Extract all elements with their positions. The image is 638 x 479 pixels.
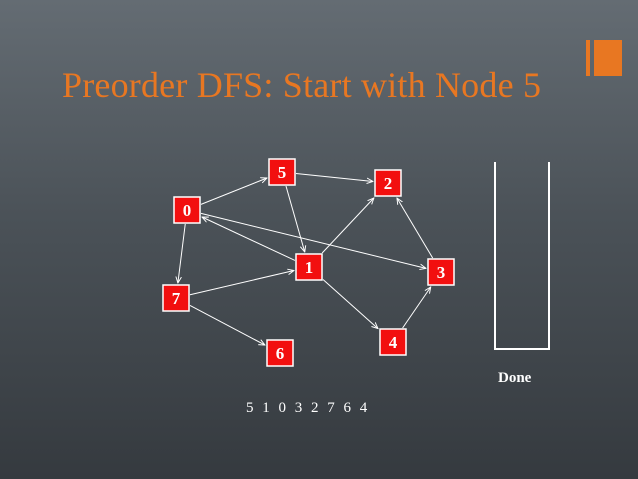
node-box xyxy=(295,253,323,281)
edge-7-to-1 xyxy=(189,270,294,296)
nodes-layer: 5 2 0 1 3 7 4 6 xyxy=(162,158,455,367)
node-label: 4 xyxy=(389,333,398,352)
edge-1-to-4 xyxy=(322,279,378,329)
node-label: 5 xyxy=(278,163,287,182)
node-label: 3 xyxy=(437,263,446,282)
edge-5-to-1 xyxy=(285,185,305,252)
node-7: 7 xyxy=(162,284,190,312)
accent-bar-thick xyxy=(594,40,622,76)
edge-7-to-6 xyxy=(189,304,265,345)
node-label: 2 xyxy=(384,174,393,193)
node-label: 0 xyxy=(183,201,192,220)
node-4: 4 xyxy=(379,328,407,356)
edge-4-to-3 xyxy=(402,287,431,329)
node-box xyxy=(162,284,190,312)
node-box xyxy=(374,169,402,197)
node-label: 7 xyxy=(172,289,181,308)
node-label: 6 xyxy=(276,344,285,363)
done-stack xyxy=(494,162,550,350)
done-stack-label: Done xyxy=(498,370,532,386)
node-box xyxy=(266,339,294,367)
node-0: 0 xyxy=(173,196,201,224)
node-box xyxy=(379,328,407,356)
node-box xyxy=(427,258,455,286)
traversal-order: 5 1 0 3 2 7 6 4 xyxy=(246,400,368,416)
node-2: 2 xyxy=(374,169,402,197)
edges-layer xyxy=(178,172,434,345)
slide-title: Preorder DFS: Start with Node 5 xyxy=(62,65,542,105)
edge-1-to-2 xyxy=(321,198,374,254)
node-5: 5 xyxy=(268,158,296,186)
node-6: 6 xyxy=(266,339,294,367)
edge-3-to-2 xyxy=(397,198,434,259)
edge-5-to-2 xyxy=(295,172,373,181)
edge-0-to-7 xyxy=(178,223,186,283)
node-box xyxy=(173,196,201,224)
edge-0-to-3 xyxy=(200,212,426,268)
node-label: 1 xyxy=(305,258,314,277)
accent-bar-thin xyxy=(586,40,590,76)
node-1: 1 xyxy=(295,253,323,281)
edge-1-to-0 xyxy=(202,217,296,261)
edge-0-to-5 xyxy=(200,178,267,205)
node-box xyxy=(268,158,296,186)
node-3: 3 xyxy=(427,258,455,286)
